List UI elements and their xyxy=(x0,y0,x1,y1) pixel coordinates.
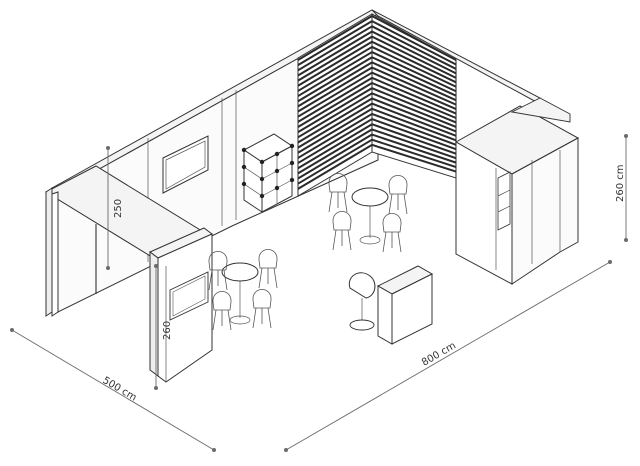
right-tower xyxy=(454,97,580,285)
dimension-lines xyxy=(10,134,628,452)
width-dimension-label: 800 cm xyxy=(420,340,458,368)
shelf-joints xyxy=(241,143,295,199)
left-height-dimension-label: 250 xyxy=(113,199,124,218)
left-end-panel xyxy=(44,165,212,317)
table-front xyxy=(221,262,259,325)
slats-right-face xyxy=(371,15,457,173)
right-height-dimension-label: 260 cm xyxy=(615,164,626,202)
reception-counter xyxy=(376,265,434,345)
slat-wall xyxy=(297,13,457,197)
chairs xyxy=(208,173,408,331)
table-back xyxy=(351,187,389,245)
bar-stool xyxy=(348,272,376,331)
front-left-tower xyxy=(149,227,213,383)
wall-screen xyxy=(162,135,209,194)
slats-left-face xyxy=(297,15,373,190)
cube-shelf xyxy=(241,133,295,213)
front-height-dimension-label: 260 xyxy=(162,321,173,340)
depth-dimension-label: 500 cm xyxy=(100,375,138,404)
